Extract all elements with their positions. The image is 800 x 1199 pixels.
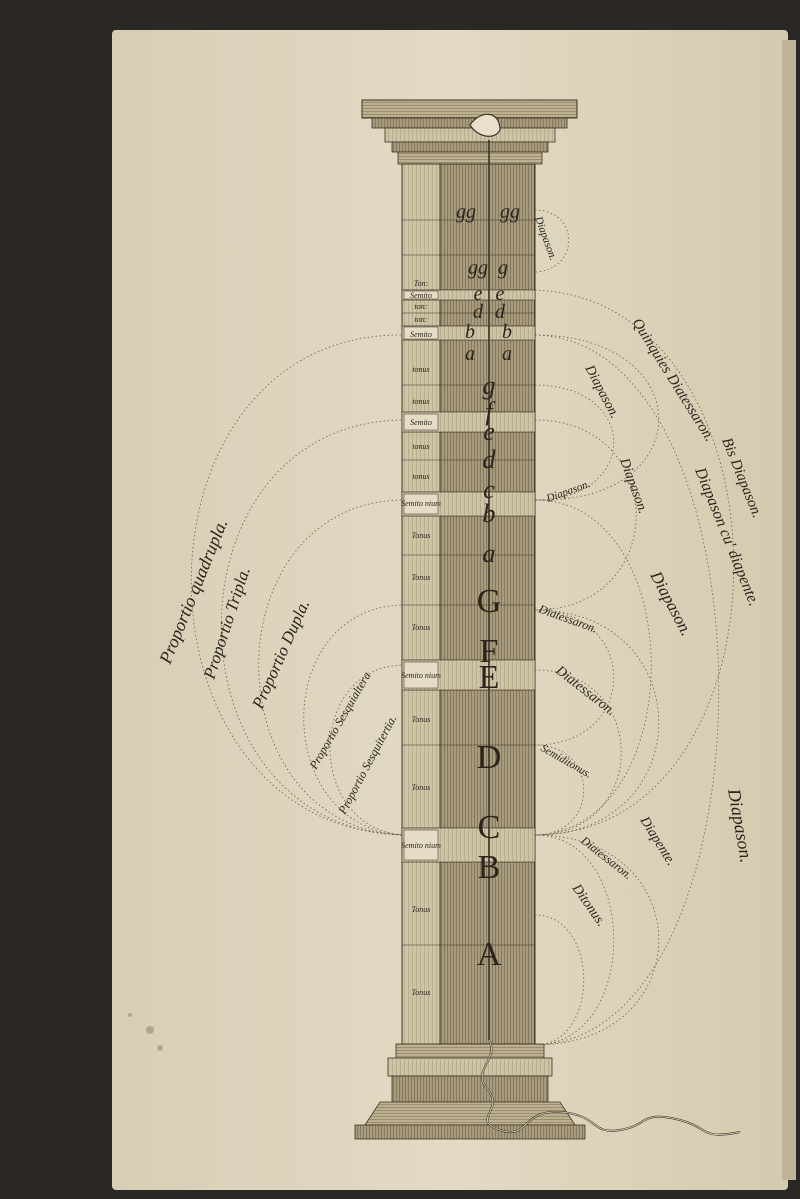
left-strip-labels: Tonus Tonus Semito nium Tonus Tonus Semi… [401, 279, 441, 997]
letter-e-left: e [474, 283, 483, 305]
label-semito: Semito [410, 330, 432, 339]
letter-b-left: b [465, 321, 475, 343]
letter-gg-3: gg [468, 257, 488, 279]
letter-D: D [477, 739, 502, 776]
label-tonus: Tonus [412, 988, 431, 997]
string-letters-small: a b c d e f g [483, 371, 497, 568]
letter-c: c [483, 475, 495, 504]
letter-gg-1: gg [456, 201, 476, 223]
letter-e: e [483, 417, 495, 446]
label-tonus: Tonus [412, 783, 431, 792]
top-letters: gg gg gg g [456, 201, 520, 279]
letter-g: g [483, 371, 496, 400]
label-tonus: tonus [412, 442, 429, 451]
label-tonus: Tonus [412, 531, 431, 540]
label-tonus: Tonus [412, 573, 431, 582]
column-base [354, 1043, 586, 1140]
letter-A: A [477, 936, 502, 973]
letter-g: g [498, 257, 508, 279]
label-semitonium: Semito nium [401, 499, 441, 508]
letter-a: a [483, 539, 496, 568]
right-arcs [534, 209, 734, 1046]
label-ton: ton: [415, 302, 428, 311]
upper-letters: a a b b d d e e [465, 283, 512, 365]
label-tonus: Tonus [412, 623, 431, 632]
letter-G: G [477, 583, 502, 620]
letter-B: B [478, 849, 501, 886]
label-semitonium: Semito nium [401, 841, 441, 850]
label-tonus: Tonus [412, 715, 431, 724]
label-tonus: Tonus [412, 905, 431, 914]
label-ton: ton: [415, 315, 428, 324]
left-arcs [191, 334, 406, 836]
label-semito: Semito [410, 291, 432, 300]
label-ton: Ton: [414, 279, 429, 288]
letter-b-right: b [502, 321, 512, 343]
letter-e-right: e [496, 283, 505, 305]
label-tonus: tonus [412, 472, 429, 481]
right-page-edge [782, 40, 796, 1180]
label-tonus: tonus [412, 365, 429, 374]
letter-a-left: a [465, 343, 475, 365]
label-tonus: tonus [412, 397, 429, 406]
letter-E: E [479, 659, 500, 696]
letter-d: d [483, 445, 497, 474]
letter-f: f [485, 397, 496, 426]
column-shaft [401, 163, 536, 1045]
column-capital [361, 99, 578, 165]
label-semito: Semito [410, 418, 432, 427]
letter-d-right: d [495, 301, 506, 323]
string-letters: A B C D E F G [477, 583, 502, 973]
page-stains [128, 1013, 163, 1051]
label-semitonium: Semito nium [401, 671, 441, 680]
monochord-string [469, 113, 741, 1136]
letter-C: C [478, 809, 501, 846]
letter-F: F [480, 633, 499, 670]
letter-b: b [483, 499, 496, 528]
letter-gg-2: gg [500, 201, 520, 223]
letter-d-left: d [473, 301, 484, 323]
letter-a-right: a [502, 343, 512, 365]
